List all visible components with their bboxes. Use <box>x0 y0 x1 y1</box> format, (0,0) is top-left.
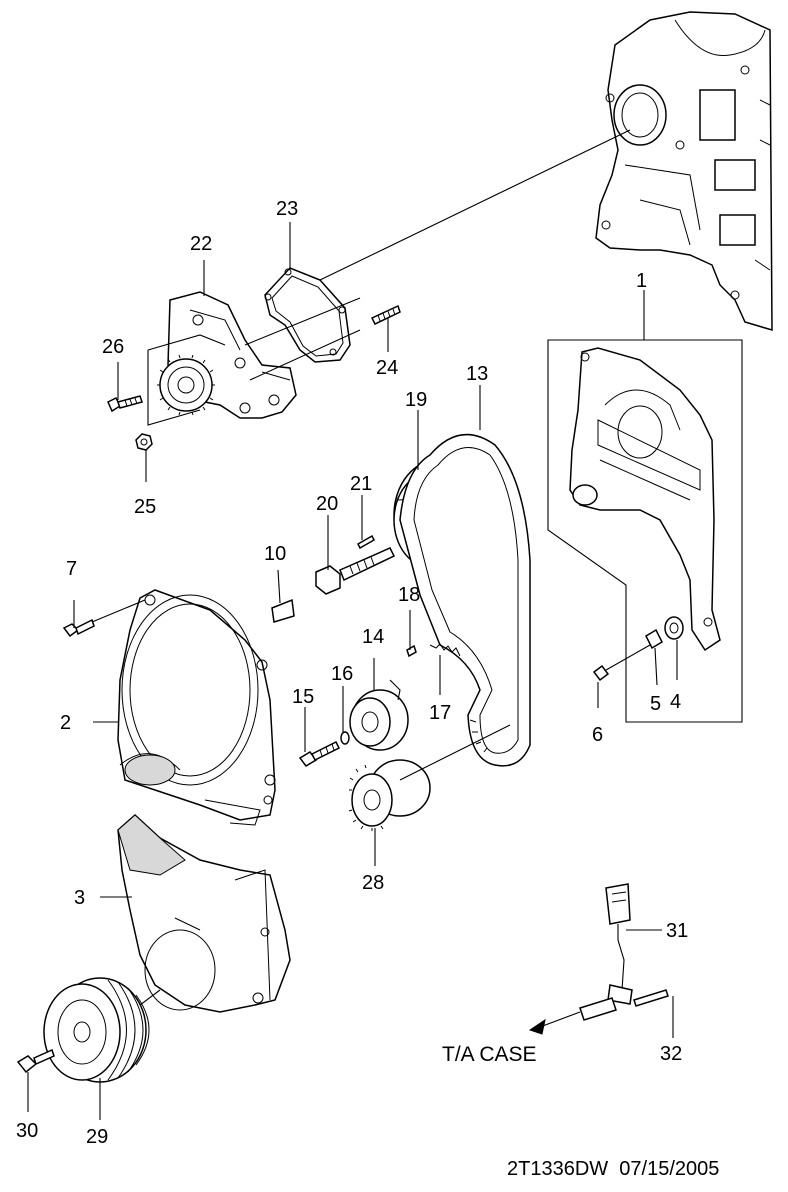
callout-21: 21 <box>350 473 372 495</box>
callout-15: 15 <box>292 686 314 708</box>
callout-3: 3 <box>74 887 85 909</box>
leader-lines <box>27 222 678 1120</box>
callout-23: 23 <box>276 198 298 220</box>
tensioner-spring <box>429 643 461 657</box>
callout-19: 19 <box>405 389 427 411</box>
ta-case-label: T/A CASE <box>442 1043 537 1066</box>
spring-pin <box>406 644 417 658</box>
callout-18: 18 <box>398 584 420 606</box>
water-pump <box>147 291 297 426</box>
pump-bolt <box>107 395 143 413</box>
water-pump-gasket <box>244 267 361 381</box>
idler-bolt <box>592 644 651 682</box>
camshaft-bolt <box>315 547 396 595</box>
callout-5: 5 <box>650 693 661 715</box>
cover-bolt <box>62 599 146 638</box>
back-cover-group <box>547 339 743 723</box>
callout-13: 13 <box>466 363 488 385</box>
upper-timing-cover <box>117 589 276 826</box>
callout-7: 7 <box>66 558 77 580</box>
callout-10: 10 <box>264 543 286 565</box>
callout-20: 20 <box>316 493 338 515</box>
timing-belt <box>399 433 531 767</box>
callout-24: 24 <box>376 357 398 379</box>
tensioner-bolt <box>298 740 341 767</box>
callout-4: 4 <box>670 691 681 713</box>
callout-2: 2 <box>60 712 71 734</box>
crankshaft-pulley <box>43 977 150 1083</box>
leader-gasket-block <box>319 129 631 281</box>
callout-14: 14 <box>362 626 384 648</box>
callout-31: 31 <box>666 920 688 942</box>
callout-1: 1 <box>636 270 647 292</box>
callout-29: 29 <box>86 1126 108 1148</box>
callout-28: 28 <box>362 872 384 894</box>
stud <box>370 304 401 325</box>
crankshaft-gear <box>348 724 511 831</box>
woodruff-key <box>271 598 295 623</box>
pulley-bolt <box>16 1048 55 1074</box>
callout-labels: 1 2 3 4 5 6 7 10 13 14 15 16 17 18 19 20… <box>16 198 688 1148</box>
callout-17: 17 <box>429 702 451 724</box>
idler-bushing <box>645 628 663 650</box>
callout-6: 6 <box>592 724 603 746</box>
drawing-id-footer: 2T1336DW 07/15/2005 <box>507 1158 719 1180</box>
callout-32: 32 <box>660 1043 682 1065</box>
washer <box>340 731 350 745</box>
engine-block <box>595 11 773 332</box>
pump-nut <box>135 433 153 451</box>
dowel-pin <box>357 534 375 550</box>
crank-sensor <box>528 883 669 1035</box>
callout-22: 22 <box>190 233 212 255</box>
belt-tensioner <box>349 679 409 751</box>
callout-30: 30 <box>16 1120 38 1142</box>
callout-16: 16 <box>331 663 353 685</box>
callout-25: 25 <box>134 496 156 518</box>
idler-pulley <box>664 616 684 640</box>
lower-timing-cover <box>117 813 291 1021</box>
callout-26: 26 <box>102 336 124 358</box>
